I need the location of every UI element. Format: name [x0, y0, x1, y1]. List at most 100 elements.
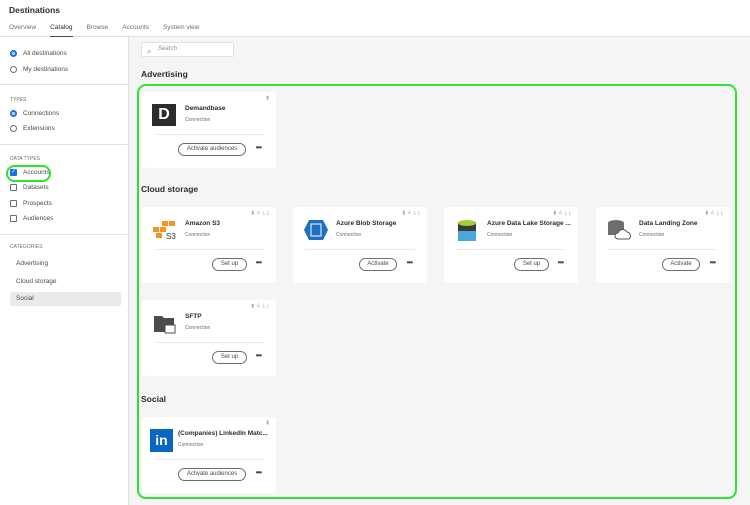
more-options-button[interactable]: •••	[406, 258, 413, 267]
more-options-button[interactable]: •••	[709, 258, 716, 267]
section-title-cloud-storage: Cloud storage	[141, 184, 199, 194]
checkbox-indicator	[10, 215, 17, 222]
more-options-button[interactable]: •••	[255, 143, 262, 152]
checkbox-label: Accounts	[23, 169, 50, 176]
card-name: (Companies) LinkedIn Matc...	[178, 430, 268, 437]
activate-button[interactable]: Activate	[662, 258, 700, 271]
destination-card-azure-data-lake[interactable]: ▮♙⤓⤓ Azure Data Lake Storage ... Connect…	[444, 207, 578, 283]
demandbase-logo-icon: D	[152, 104, 176, 126]
radio-label: All destinations	[23, 50, 67, 57]
radio-all-destinations[interactable]: All destinations	[10, 50, 67, 57]
data-types-heading: DATA TYPES	[10, 156, 41, 162]
tab-bar: Overview Catalog Browse Accounts System …	[9, 24, 199, 38]
divider	[0, 84, 128, 85]
search-input[interactable]: ⌕ Search	[141, 42, 234, 57]
search-placeholder: Search	[158, 46, 178, 52]
destination-card-demandbase[interactable]: ▮ D Demandbase Connection Activate audie…	[142, 92, 276, 168]
divider	[154, 134, 264, 135]
data-landing-zone-logo-icon	[606, 219, 631, 241]
divider	[154, 459, 264, 460]
bookmark-icon[interactable]: ▮	[266, 420, 271, 426]
card-action-icons[interactable]: ▮♙⤓⤓	[402, 210, 422, 216]
destination-card-data-landing-zone[interactable]: ▮♙⤓⤓ Data Landing Zone Connection Activa…	[596, 207, 730, 283]
set-up-button[interactable]: Set up	[212, 351, 247, 364]
radio-connections[interactable]: Connections	[10, 110, 59, 117]
section-title-social: Social	[141, 394, 167, 404]
more-options-button[interactable]: •••	[255, 258, 262, 267]
radio-label: Connections	[23, 110, 60, 117]
divider	[0, 144, 128, 145]
tab-browse[interactable]: Browse	[86, 24, 109, 31]
section-title-advertising: Advertising	[141, 69, 188, 79]
card-name: Demandbase	[185, 105, 226, 112]
category-social[interactable]: Social	[10, 292, 121, 306]
page-title: Destinations	[9, 5, 61, 15]
radio-indicator	[10, 110, 17, 117]
radio-label: My destinations	[23, 66, 69, 73]
divider	[154, 249, 264, 250]
azure-data-lake-logo-icon	[454, 219, 478, 241]
activate-button[interactable]: Activate	[359, 258, 397, 271]
card-type: Connection	[336, 232, 362, 238]
checkbox-label: Audiences	[23, 215, 54, 222]
checkbox-prospects[interactable]: Prospects	[10, 200, 52, 207]
more-options-button[interactable]: •••	[255, 468, 262, 477]
radio-my-destinations[interactable]: My destinations	[10, 66, 68, 73]
card-type: Connection	[185, 232, 211, 238]
card-action-icons[interactable]: ▮♙⤓⤓	[553, 210, 573, 216]
tab-overview[interactable]: Overview	[9, 24, 37, 31]
card-name: Data Landing Zone	[639, 220, 698, 227]
amazon-s3-logo-icon: S3	[152, 219, 176, 241]
tab-catalog[interactable]: Catalog	[50, 24, 73, 38]
card-type: Connection	[185, 117, 211, 123]
categories-heading: CATEGORIES	[10, 244, 43, 250]
linkedin-logo-icon: in	[150, 429, 173, 452]
set-up-button[interactable]: Set up	[514, 258, 549, 271]
divider	[305, 249, 415, 250]
category-advertising[interactable]: Advertising	[16, 260, 49, 267]
card-name: SFTP	[185, 313, 202, 320]
card-name: Azure Blob Storage	[336, 220, 397, 227]
checkbox-label: Datasets	[23, 184, 49, 191]
destination-card-linkedin[interactable]: ▮ in (Companies) LinkedIn Matc... Connec…	[142, 417, 276, 493]
card-type: Connection	[639, 232, 665, 238]
category-cloud-storage[interactable]: Cloud storage	[16, 278, 57, 285]
checkbox-datasets[interactable]: Datasets	[10, 184, 49, 191]
activate-audiences-button[interactable]: Activate audiences	[178, 468, 246, 481]
bookmark-icon[interactable]: ▮	[266, 95, 271, 101]
divider	[0, 234, 128, 235]
checkbox-label: Prospects	[23, 200, 52, 207]
set-up-button[interactable]: Set up	[212, 258, 247, 271]
header: Destinations Overview Catalog Browse Acc…	[0, 0, 750, 38]
checkbox-audiences[interactable]: Audiences	[10, 215, 53, 222]
card-name: Azure Data Lake Storage ...	[487, 220, 571, 227]
card-action-icons[interactable]: ▮♙⤓⤓	[251, 210, 271, 216]
tab-system-view[interactable]: System view	[162, 24, 200, 31]
card-type: Connection	[178, 442, 204, 448]
tab-accounts[interactable]: Accounts	[122, 24, 149, 31]
types-heading: TYPES	[10, 97, 27, 103]
card-type: Connection	[487, 232, 513, 238]
radio-indicator	[10, 66, 17, 73]
card-action-icons[interactable]: ▮♙⤓⤓	[251, 303, 271, 309]
destination-card-amazon-s3[interactable]: ▮♙⤓⤓ S3 Amazon S3 Connection Set up •••	[142, 207, 276, 283]
sftp-folder-lock-icon	[152, 312, 176, 334]
card-action-icons[interactable]: ▮♙⤓⤓	[705, 210, 725, 216]
svg-text:S3: S3	[166, 232, 176, 241]
accounts-highlight	[6, 165, 51, 182]
radio-extensions[interactable]: Extensions	[10, 125, 55, 132]
divider	[154, 342, 264, 343]
more-options-button[interactable]: •••	[557, 258, 564, 267]
search-icon: ⌕	[147, 47, 152, 56]
destination-card-sftp[interactable]: ▮♙⤓⤓ SFTP Connection Set up •••	[142, 300, 276, 376]
card-type: Connection	[185, 325, 211, 331]
radio-label: Extensions	[23, 125, 55, 132]
destination-card-azure-blob[interactable]: ▮♙⤓⤓ Azure Blob Storage Connection Activ…	[293, 207, 427, 283]
card-name: Amazon S3	[185, 220, 221, 227]
checkbox-indicator	[10, 184, 17, 191]
checkbox-indicator	[10, 200, 17, 207]
more-options-button[interactable]: •••	[255, 351, 262, 360]
divider	[456, 249, 566, 250]
activate-audiences-button[interactable]: Activate audiences	[178, 143, 246, 156]
azure-blob-logo-icon	[303, 219, 328, 241]
